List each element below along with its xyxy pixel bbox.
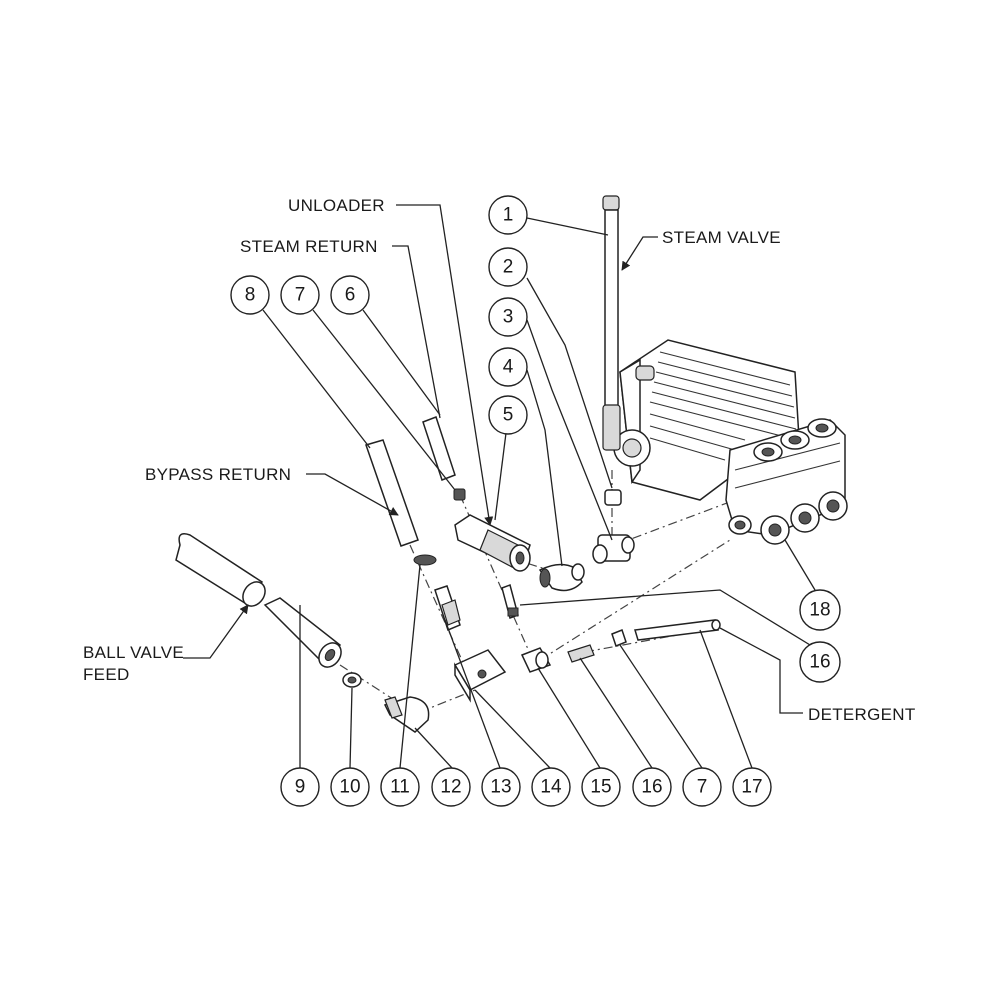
callout-8: 8 — [230, 275, 270, 315]
nipple-13 — [434, 585, 461, 632]
fitting-16-lower — [567, 644, 595, 663]
fitting-15 — [520, 647, 552, 673]
label-ball-valve-feed-2: FEED — [83, 665, 130, 684]
callout-10: 10 — [330, 767, 370, 807]
callout-11: 11 — [380, 767, 420, 807]
elbow-4 — [538, 563, 585, 592]
callout-5: 5 — [488, 395, 528, 435]
callout-1: 1 — [488, 195, 528, 235]
oring-11 — [413, 554, 437, 566]
svg-text:12: 12 — [440, 777, 461, 798]
svg-text:4: 4 — [503, 357, 514, 378]
svg-text:10: 10 — [339, 777, 360, 798]
label-steam-return: STEAM RETURN — [240, 237, 378, 256]
block-14 — [453, 649, 507, 703]
ball-valve-feed-hose — [175, 533, 342, 668]
svg-text:7: 7 — [295, 285, 306, 306]
svg-text:2: 2 — [503, 257, 514, 278]
unloader-part — [454, 514, 531, 572]
leader-lines — [183, 204, 816, 769]
elbow-12 — [383, 696, 430, 733]
callout-17: 17 — [732, 767, 772, 807]
svg-text:13: 13 — [490, 777, 511, 798]
svg-text:8: 8 — [245, 285, 256, 306]
detergent-tube-17 — [634, 619, 721, 641]
svg-text:17: 17 — [741, 777, 762, 798]
callout-14: 14 — [531, 767, 571, 807]
callout-bubbles: 1 2 3 4 5 6 7 8 18 16 9 10 11 12 13 14 1… — [230, 195, 841, 807]
callout-18: 18 — [799, 589, 841, 631]
fitting-2 — [604, 489, 622, 506]
steam-return-pipe-6 — [422, 416, 456, 481]
svg-text:18: 18 — [809, 600, 830, 621]
svg-text:15: 15 — [590, 777, 611, 798]
svg-text:11: 11 — [390, 777, 410, 798]
label-bypass-return: BYPASS RETURN — [145, 465, 291, 484]
svg-text:16: 16 — [641, 777, 662, 798]
label-detergent: DETERGENT — [808, 705, 916, 724]
callout-15: 15 — [581, 767, 621, 807]
callout-7-bottom: 7 — [682, 767, 722, 807]
callout-12: 12 — [431, 767, 471, 807]
callout-16-right: 16 — [799, 641, 841, 683]
callout-9: 9 — [280, 767, 320, 807]
cooling-fins — [649, 351, 798, 461]
label-unloader: UNLOADER — [288, 196, 385, 215]
callout-4: 4 — [488, 347, 528, 387]
bypass-return-pipe-8 — [365, 439, 419, 547]
fitting-7-top — [453, 488, 466, 501]
svg-text:16: 16 — [809, 652, 830, 673]
tee-fitting-3 — [592, 534, 635, 564]
text-labels: UNLOADER STEAM RETURN STEAM VALVE BYPASS… — [83, 196, 916, 724]
svg-text:3: 3 — [503, 307, 514, 328]
steam-valve-part — [602, 195, 621, 451]
fitting-16-upper — [501, 584, 519, 619]
callout-2: 2 — [488, 247, 528, 287]
callout-16-bottom: 16 — [632, 767, 672, 807]
callout-3: 3 — [488, 297, 528, 337]
svg-text:1: 1 — [503, 205, 514, 226]
fitting-7-lower — [611, 629, 627, 647]
label-steam-valve: STEAM VALVE — [662, 228, 781, 247]
valve-caps — [753, 418, 837, 462]
label-ball-valve-feed-1: BALL VALVE — [83, 643, 184, 662]
callout-6: 6 — [330, 275, 370, 315]
svg-text:5: 5 — [503, 405, 514, 426]
svg-text:6: 6 — [345, 285, 356, 306]
svg-text:9: 9 — [295, 777, 306, 798]
front-caps — [760, 491, 848, 545]
clamp-10 — [342, 672, 362, 688]
callout-7-top: 7 — [280, 275, 320, 315]
svg-text:14: 14 — [540, 777, 562, 798]
pump-assembly — [613, 339, 848, 545]
svg-text:7: 7 — [697, 777, 708, 798]
callout-13: 13 — [481, 767, 521, 807]
